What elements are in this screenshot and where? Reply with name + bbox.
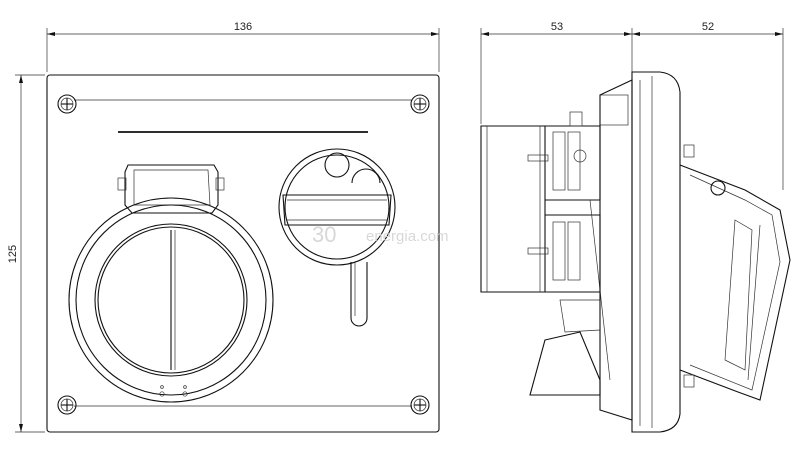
side-view (480, 71, 791, 433)
side-socket-lid (679, 164, 791, 401)
svg-text:30: 30 (312, 222, 336, 247)
dimension-label-53: 53 (551, 21, 563, 33)
rear-housing (480, 125, 546, 293)
socket-body (68, 197, 274, 403)
screw-icon (57, 94, 77, 114)
dimension-depth-front: 52 (632, 21, 784, 190)
watermark: 30 energia.com (312, 222, 449, 247)
screw-icon (410, 94, 430, 114)
side-plate (631, 71, 681, 433)
dimension-label-52: 52 (702, 21, 714, 33)
dimension-depth-rear: 53 (480, 21, 633, 124)
front-view (46, 74, 440, 433)
dimension-width-front: 136 (46, 21, 440, 72)
socket-lid-hinge (124, 164, 219, 214)
dimension-height-front: 125 (7, 74, 45, 433)
screw-icon (57, 395, 77, 415)
rotary-switch (278, 148, 396, 327)
svg-text:energia.com: energia.com (366, 228, 449, 245)
front-plate (46, 74, 440, 433)
dimension-label-125: 125 (7, 245, 19, 263)
dimension-label-136: 136 (234, 21, 252, 33)
switch-lever (350, 262, 368, 327)
screw-icon (410, 395, 430, 415)
